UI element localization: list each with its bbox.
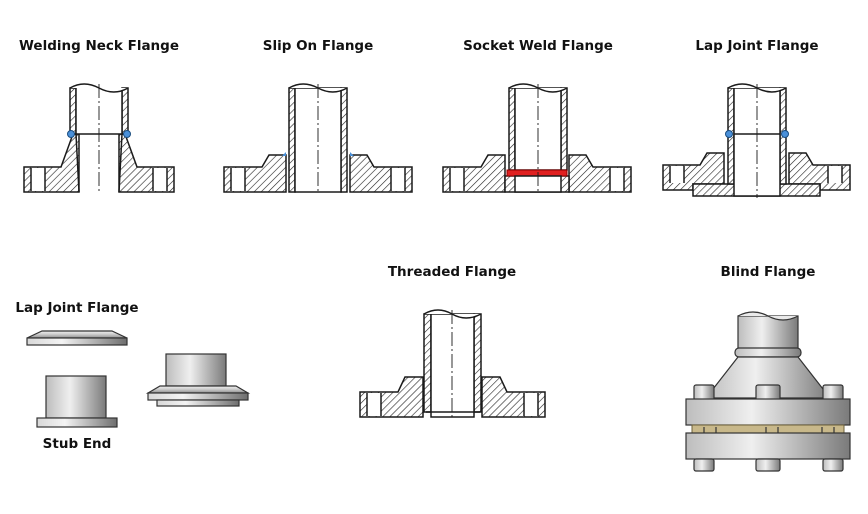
lap-joint-flange-drawing [662, 83, 851, 198]
label-slip-on-flange: Slip On Flange [262, 38, 374, 54]
lap-joint-stub-end-drawing [26, 330, 251, 428]
label-blind-flange: Blind Flange [720, 264, 816, 280]
label-welding-neck-flange: Welding Neck Flange [19, 38, 179, 54]
threaded-flange-drawing [359, 309, 546, 420]
label-lap-joint-flange-top: Lap Joint Flange [695, 38, 819, 54]
socket-weld-flange-drawing [442, 83, 632, 194]
label-lap-joint-flange-bottom: Lap Joint Flange [15, 300, 139, 316]
welding-neck-flange-drawing [23, 83, 175, 194]
label-threaded-flange: Threaded Flange [387, 264, 517, 280]
label-stub-end: Stub End [42, 436, 112, 452]
slip-on-flange-drawing [223, 83, 413, 194]
blind-flange-drawing [685, 311, 851, 472]
label-socket-weld-flange: Socket Weld Flange [463, 38, 613, 54]
